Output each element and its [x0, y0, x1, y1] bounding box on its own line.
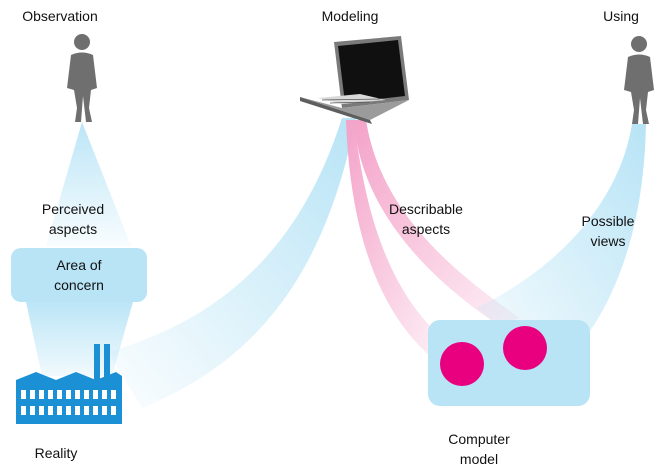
possible-line-2: views — [590, 233, 626, 249]
computer-model-icon — [428, 320, 590, 406]
area-line-2: concern — [54, 277, 104, 293]
observation-beam — [46, 122, 131, 246]
possible-line-1: Possible — [581, 213, 635, 229]
perceived-line-2: aspects — [48, 221, 98, 237]
laptop-icon — [300, 36, 409, 124]
perceived-aspects-label: Perceived aspects — [18, 199, 128, 239]
describable-aspects-label: Describable aspects — [360, 199, 492, 239]
modeling-label: Modeling — [321, 8, 379, 24]
observer-person-icon — [67, 34, 97, 122]
area-line-1: Area of — [56, 257, 102, 273]
modeling-beam — [108, 118, 356, 408]
using-label: Using — [603, 8, 639, 24]
observation-label: Observation — [22, 8, 98, 24]
factory-icon — [16, 344, 122, 424]
computer-model-line-2: model — [459, 451, 499, 467]
describable-line-2: aspects — [401, 221, 451, 237]
using-beam — [476, 124, 646, 372]
user-person-icon — [624, 36, 654, 124]
computer-model-label: Computer model — [414, 429, 544, 469]
perceived-line-1: Perceived — [41, 201, 105, 217]
computer-model-line-1: Computer — [448, 431, 510, 447]
describable-line-1: Describable — [389, 201, 463, 217]
possible-views-label: Possible views — [562, 211, 654, 251]
area-of-concern-box: Area of concern — [11, 248, 147, 302]
reality-label: Reality — [34, 445, 78, 461]
